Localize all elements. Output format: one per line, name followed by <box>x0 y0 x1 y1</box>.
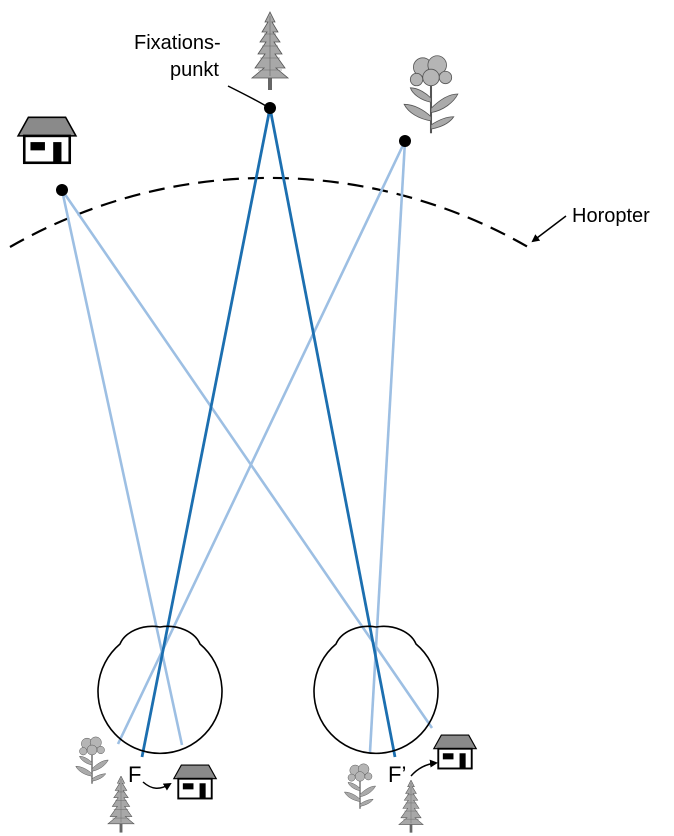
ray-house-right-eye <box>60 189 434 729</box>
left-eye <box>97 625 223 755</box>
left-flower-image-icon <box>75 736 109 785</box>
fovea-right-arrow <box>410 759 438 777</box>
ray-fixation-right-eye <box>268 107 397 758</box>
fixation-label-line2: punkt <box>170 59 219 81</box>
ray-house-left-eye <box>60 189 184 746</box>
flower-plant-icon <box>403 54 459 135</box>
right-house-image-icon <box>432 734 478 770</box>
fixation-rays <box>140 107 397 758</box>
fixation-label-line1: Fixations- <box>134 32 221 54</box>
right-eye <box>313 625 439 755</box>
fovea-right-label: F’ <box>388 762 406 787</box>
fovea-left-label: F <box>128 762 141 787</box>
house-point <box>56 184 68 196</box>
fixation-leader-line <box>227 85 267 107</box>
flower-point <box>399 135 411 147</box>
house-icon <box>16 115 78 165</box>
fovea-left-arrow <box>142 781 172 791</box>
fixation-point <box>264 102 276 114</box>
right-flower-image-icon <box>343 763 377 810</box>
horopter-arrow <box>531 215 567 243</box>
ray-flower-left-eye <box>116 140 407 745</box>
ray-fixation-left-eye <box>140 107 272 758</box>
left-house-image-icon <box>172 764 218 800</box>
pine-tree-icon <box>251 11 289 91</box>
horopter-label: Horopter <box>572 205 650 227</box>
right-tree-image-icon <box>398 780 424 833</box>
horopter-arc <box>9 176 529 248</box>
